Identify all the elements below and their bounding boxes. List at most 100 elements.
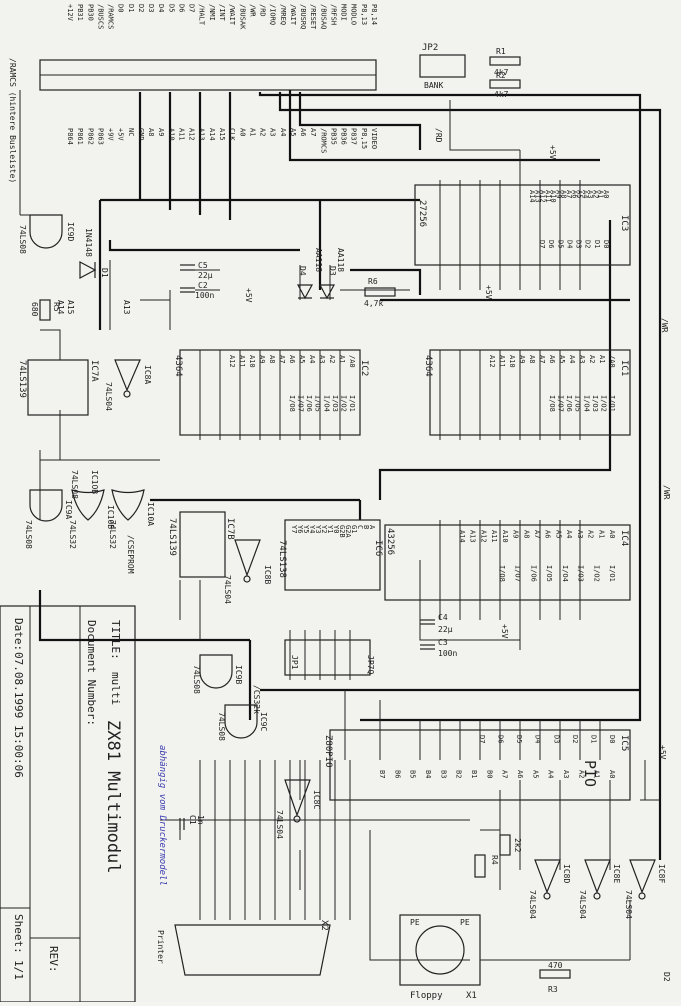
- gate-11-ref: IC8F: [657, 864, 666, 883]
- ic5-port-pin-4: A4: [547, 770, 555, 778]
- ic5-port-pin-0: A0: [608, 770, 616, 778]
- bus-top-pin-4: /RFSH: [330, 4, 338, 25]
- docnum-label: Document Number:: [85, 620, 98, 726]
- ic4-io-pin-5: I/O6: [529, 565, 537, 582]
- ic5-port-pin-1: A1: [593, 770, 601, 778]
- ic5-port-pin-11: B3: [439, 770, 447, 778]
- ic6-pin-4: G2A: [344, 525, 352, 538]
- bus-top-pin-7: /BUSRQ: [299, 4, 307, 29]
- ic4-ref: IC4: [619, 530, 629, 546]
- bus-top-pin-27: /BUSCS: [96, 4, 104, 29]
- bus-bottom-pin-18: A12: [188, 128, 196, 141]
- ic2-addr-pin-0: /A0: [348, 355, 356, 368]
- ic2-io-pin-2: I/O3: [331, 395, 339, 412]
- bus-bottom-pin-10: A3: [269, 128, 277, 136]
- ic4-sram-43256: [384, 524, 631, 601]
- net-a13: A13: [122, 300, 131, 315]
- ic6-pin-6: Y0: [332, 525, 340, 533]
- ic1-io-pin-0: I/O1: [608, 395, 616, 412]
- net-rd: /RD: [434, 128, 443, 143]
- ic3-data-pin-4: D4: [565, 240, 573, 248]
- ic4-io-pin-1: I/O2: [592, 565, 600, 582]
- ic7a-ref: IC7A: [89, 360, 99, 382]
- bus-top-labels: P8,14P8,13MODLOMODI/RFSH/BUSAQ/RESET/BUS…: [66, 4, 616, 778]
- ic6-pin-0: A: [368, 525, 376, 530]
- ic1-addr-pin-11: A11: [498, 355, 506, 368]
- gate-0-type: 74LS08: [18, 225, 27, 254]
- ic5-port-pin-9: B1: [470, 770, 478, 778]
- ic2-io-pin-5: I/O6: [305, 395, 313, 412]
- bus-top-pin-5: /BUSAQ: [319, 4, 327, 29]
- ic4-addr-pin-11: A11: [490, 530, 498, 543]
- ic5-port-pin-13: B5: [409, 770, 417, 778]
- bus-top-pin-13: /BUSAK: [238, 4, 246, 30]
- ic1-addr-pin-12: A12: [488, 355, 496, 368]
- ic6-pin-8: Y2: [320, 525, 328, 533]
- bus-top-pin-30: +12V: [66, 4, 74, 22]
- ic6-pin-11: Y5: [302, 525, 310, 533]
- jp1-ref: JP1: [290, 655, 299, 670]
- ic1-addr-pin-9: A9: [518, 355, 526, 363]
- bus-top-pin-26: /RAMCS: [107, 4, 115, 29]
- gate-5-ref: IC10A: [146, 502, 155, 526]
- ic4-addr-pin-4: A4: [565, 530, 573, 538]
- bus-note: /RAMCS (hintere Busleiste): [8, 58, 17, 183]
- ic3-addr-pin-4: A4: [581, 190, 589, 198]
- bus-top-pin-16: /NMI: [208, 4, 216, 21]
- bus-top-pin-20: D5: [167, 4, 175, 12]
- ic4-addr-pin-7: A7: [533, 530, 541, 538]
- gate-1-type: 74LS04: [104, 382, 113, 411]
- ic6-pin-1: B: [362, 525, 370, 529]
- gate-12-type: 74LS08: [70, 470, 79, 499]
- bus-top-pin-18: D7: [188, 4, 196, 12]
- ic5-data-pin-4: D4: [534, 735, 542, 743]
- ic3-addr-pin-13: A13: [533, 190, 541, 203]
- bus-bottom-pin-23: GND: [137, 128, 145, 141]
- ic5-port-pin-3: A3: [562, 770, 570, 778]
- ic2-addr-pin-9: A9: [258, 355, 266, 363]
- ic3-data-pin-7: D7: [538, 240, 546, 248]
- gate-8-ref: IC8C: [312, 790, 321, 809]
- bus-bottom-pin-17: A13: [198, 128, 206, 141]
- ic5-port-pin-7: A7: [501, 770, 509, 778]
- c1-ref: C1: [188, 815, 197, 825]
- bus-bottom-pin-8: A5: [289, 128, 297, 136]
- ic4-io-pin-6: I/O7: [514, 565, 522, 582]
- ic4-io-pin-4: I/O5: [545, 565, 553, 582]
- sheet-value: 1/1: [12, 960, 25, 980]
- gate-7-ref: IC9C: [259, 712, 268, 731]
- ic1-io-pin-1: I/O2: [599, 395, 607, 412]
- ic4-io-pin-7: I/O8: [498, 565, 506, 582]
- ic5-ref: IC5: [619, 735, 629, 751]
- r2-value: 4k7: [494, 90, 509, 99]
- ic4-io-pin-2: I/O3: [577, 565, 585, 582]
- bus-top-pin-11: /RD: [259, 4, 267, 17]
- ic4-addr-pin-0: A0: [608, 530, 616, 538]
- bus-bottom-pin-15: A15: [218, 128, 226, 141]
- bus-top-pin-25: D0: [117, 4, 125, 12]
- ic3-addr-pin-9: A9: [554, 190, 562, 198]
- ic5-data-pin-6: D6: [497, 735, 505, 743]
- net-wr-2: /WR: [662, 485, 671, 500]
- bus-top-pin-21: D4: [157, 4, 165, 12]
- ic6-pin-12: Y6: [296, 525, 304, 533]
- bus-bottom-pin-0: VIDEO: [370, 128, 378, 149]
- ic5-port-pin-12: B4: [424, 770, 432, 778]
- ic2-io-pin-4: I/O5: [314, 395, 322, 412]
- ic2-io-pin-3: I/O4: [322, 395, 330, 412]
- ic1-addr-pin-3: A3: [578, 355, 586, 363]
- r5-ref: R5: [52, 302, 61, 312]
- net-cseprom: /CSEPROM: [126, 535, 135, 574]
- gate-9-type: 74LS04: [528, 890, 537, 919]
- ic1-addr-pin-1: A1: [598, 355, 606, 363]
- ic5-data-pin-5: D5: [515, 735, 523, 743]
- c3-value: 100n: [438, 649, 457, 658]
- ic3-addr-pin-3: A3: [586, 190, 594, 198]
- net-plus5v-3: +5V: [484, 285, 493, 300]
- ic1-addr-pin-2: A2: [588, 355, 596, 363]
- bus-bottom-pin-11: A2: [259, 128, 267, 136]
- bus-bottom-pin-28: P862: [86, 128, 94, 145]
- bus-top-pin-19: D6: [178, 4, 186, 12]
- c4-value: 22µ: [438, 625, 453, 634]
- net-plus5v-2: +5V: [244, 288, 253, 303]
